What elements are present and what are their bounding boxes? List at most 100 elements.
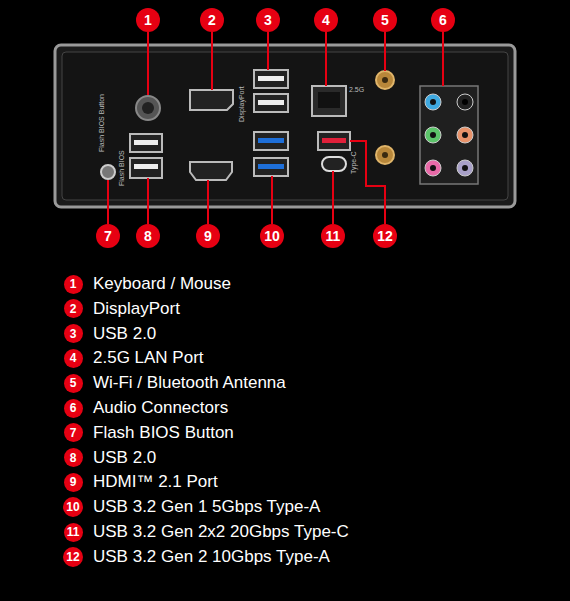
port-description: Flash BIOS Button — [93, 423, 234, 443]
leader-line — [107, 180, 109, 224]
antenna-connector — [376, 146, 394, 164]
callout-text: 6 — [70, 402, 77, 414]
usb-port — [254, 132, 288, 150]
callout-text: 6 — [439, 13, 447, 27]
port-description: Keyboard / Mouse — [93, 274, 231, 294]
leader-line — [350, 141, 385, 224]
leader-line — [267, 32, 269, 70]
port-description: HDMI™ 2.1 Port — [93, 472, 218, 492]
callout-text: 4 — [70, 352, 77, 364]
callout-number: 9 — [64, 473, 83, 492]
callout-number: 11 — [321, 224, 345, 248]
leader-lines — [108, 32, 443, 224]
port-marking: DisplayPort — [238, 86, 246, 122]
callout-number: 10 — [63, 497, 83, 517]
callout-number: 9 — [196, 224, 220, 248]
callout-number: 4 — [64, 349, 83, 368]
port-marking: Flash BIOS Button — [98, 94, 106, 152]
callout-number: 2 — [200, 8, 224, 32]
usb-tongue — [258, 164, 284, 169]
callout-text: 3 — [264, 13, 272, 27]
antenna-core — [382, 152, 388, 158]
leader-line — [147, 32, 149, 95]
callout-number: 3 — [256, 8, 280, 32]
port-description: Wi-Fi / Bluetooth Antenna — [93, 373, 286, 393]
callout-text: 10 — [264, 229, 280, 243]
callout-text: 11 — [326, 229, 341, 243]
type-c-port — [322, 157, 346, 171]
ps2-port — [136, 96, 160, 120]
usb-tongue — [258, 138, 284, 143]
io-shield — [55, 45, 515, 207]
audio-block — [420, 86, 478, 184]
callout-text: 8 — [70, 452, 77, 464]
flash-bios-button — [101, 165, 115, 179]
callout-text: 2 — [70, 303, 77, 315]
port-marking: Type-C — [350, 151, 358, 174]
audio-jack — [425, 160, 441, 176]
usb-tongue — [258, 76, 284, 81]
callout-text: 12 — [377, 229, 393, 243]
callout-number: 10 — [260, 224, 284, 248]
port-description: 2.5G LAN Port — [93, 348, 204, 368]
callout-text: 12 — [66, 551, 79, 563]
port-description: USB 2.0 — [93, 448, 156, 468]
hdmi-port — [190, 162, 232, 180]
callout-number: 1 — [64, 275, 83, 294]
leader-line — [211, 32, 213, 90]
callout-text: 4 — [322, 13, 330, 27]
port-description: USB 2.0 — [93, 324, 156, 344]
leader-line — [207, 180, 209, 224]
callout-number: 6 — [64, 399, 83, 418]
port-description: USB 3.2 Gen 2 10Gbps Type-A — [93, 547, 330, 567]
usb-port — [254, 94, 288, 112]
usb-tongue — [134, 164, 158, 169]
port-marking: 2.5G — [349, 86, 364, 94]
leader-line — [442, 32, 444, 86]
audio-jack — [457, 94, 473, 110]
displayport — [190, 90, 233, 110]
lan-port — [312, 86, 346, 116]
port-description: USB 3.2 Gen 2x2 20Gbps Type-C — [93, 522, 349, 542]
audio-jack — [457, 160, 473, 176]
usb-port — [318, 132, 350, 150]
audio-jack — [425, 127, 441, 143]
callout-number: 8 — [64, 448, 83, 467]
callout-text: 2 — [208, 13, 216, 27]
callout-number: 1 — [136, 8, 160, 32]
port-description: USB 3.2 Gen 1 5Gbps Type-A — [93, 497, 320, 517]
port-marking: Flash BIOS — [118, 150, 126, 186]
callout-text: 10 — [66, 501, 79, 513]
lan-socket — [318, 92, 340, 108]
callout-text: 3 — [70, 328, 77, 340]
usb-tongue — [134, 140, 158, 145]
callout-number: 8 — [136, 224, 160, 248]
callout-number: 11 — [64, 523, 83, 542]
callout-text: 7 — [104, 229, 112, 243]
usb-port — [130, 158, 162, 178]
callout-text: 8 — [144, 229, 152, 243]
callout-number: 3 — [64, 324, 83, 343]
callout-text: 5 — [70, 377, 77, 389]
callout-number: 6 — [431, 8, 455, 32]
antenna-connector — [376, 71, 394, 89]
leader-line — [271, 176, 273, 224]
callout-number: 4 — [314, 8, 338, 32]
usb-port — [254, 70, 288, 88]
callout-text: 1 — [144, 13, 152, 27]
callout-text: 9 — [204, 229, 212, 243]
callout-text: 5 — [381, 13, 389, 27]
callout-number: 7 — [96, 224, 120, 248]
callout-number: 5 — [64, 374, 83, 393]
leader-line — [332, 171, 334, 224]
leader-line — [147, 178, 149, 224]
usb-port — [130, 134, 162, 152]
audio-jack — [425, 94, 441, 110]
callout-number: 2 — [64, 299, 83, 318]
port-description: DisplayPort — [93, 299, 180, 319]
usb-tongue — [322, 138, 346, 143]
callout-text: 7 — [70, 427, 77, 439]
usb-port — [254, 158, 288, 176]
antenna-core — [382, 77, 388, 83]
io-shield-inner — [62, 52, 508, 200]
